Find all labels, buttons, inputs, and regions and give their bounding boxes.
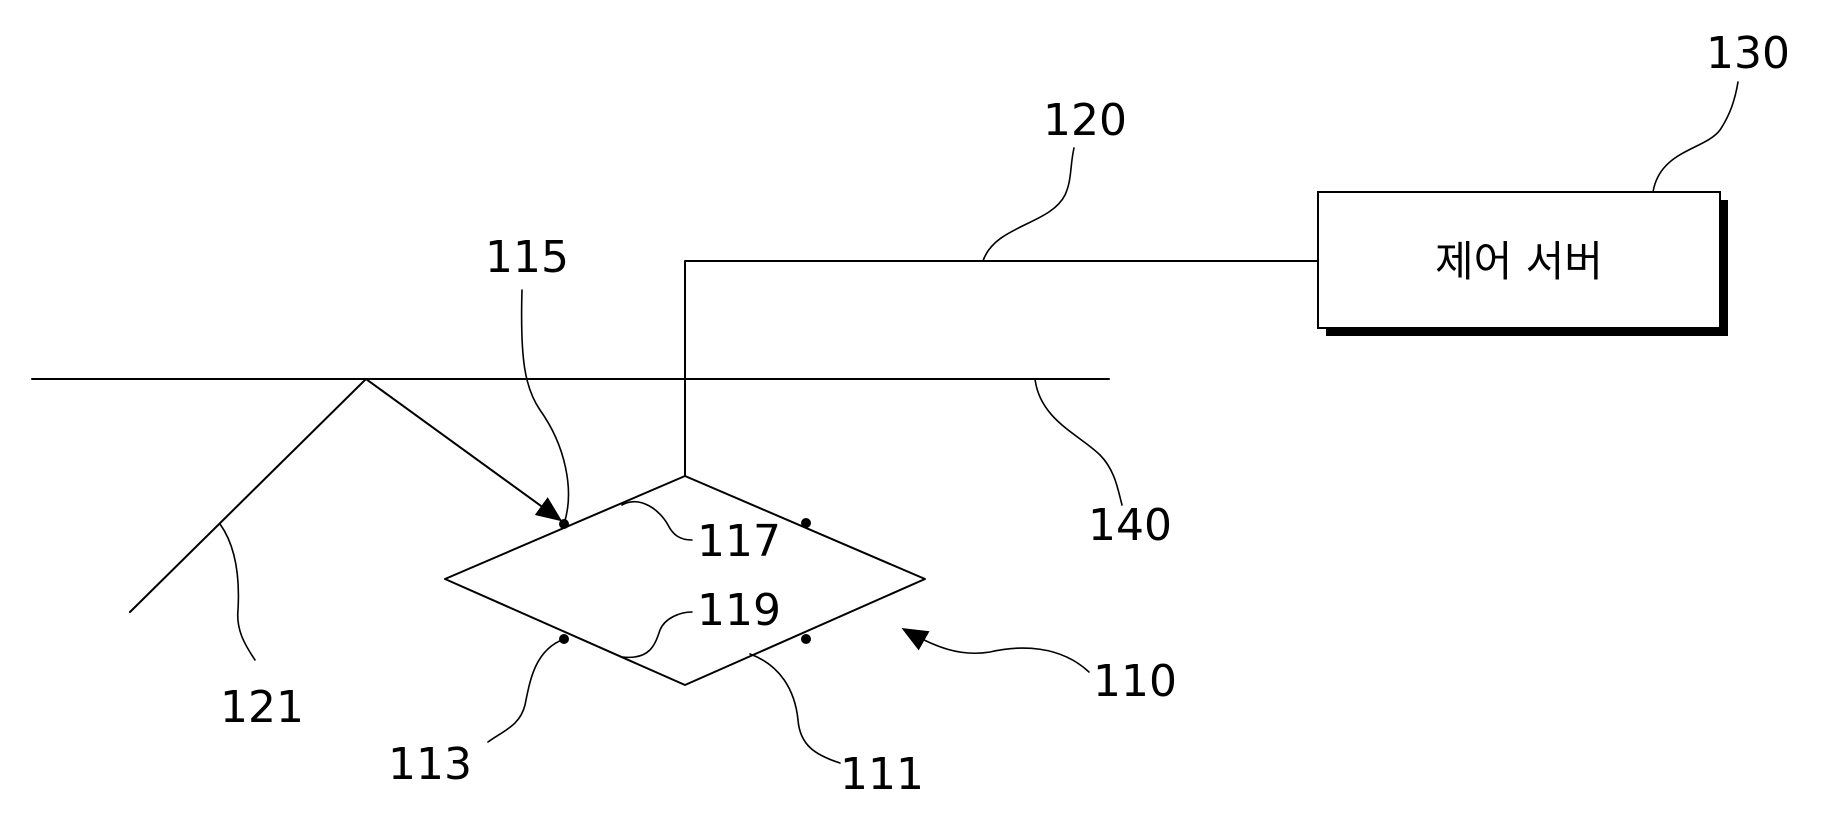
control-server-label: 제어 서버 [1435,237,1603,286]
ref-label-110: 110 [1093,656,1177,707]
ref-label-113: 113 [388,739,472,790]
leader-111 [750,654,840,763]
ref-label-111: 111 [840,749,924,800]
ref-label-121: 121 [220,682,304,733]
ref-label-140: 140 [1088,500,1172,551]
sensor-device-diamond [445,476,925,685]
leader-121 [220,524,255,660]
sensor-dot [801,518,811,528]
sensor-dot [801,634,811,644]
leader-140 [1035,379,1122,505]
leader-130 [1653,82,1738,192]
reflected-path-arrow [366,379,559,519]
ref-label-115: 115 [485,232,569,283]
cable-line [685,261,1318,476]
leader-113 [488,639,564,742]
ref-label-120: 120 [1043,95,1127,146]
leader-115 [522,290,569,524]
ref-label-119: 119 [697,585,781,636]
ref-label-130: 130 [1706,28,1790,79]
leader-110 [905,630,1089,672]
ref-label-117: 117 [697,516,781,567]
signal-path-line [130,379,366,612]
leader-120 [983,148,1074,261]
leader-117 [622,502,692,540]
leader-119 [622,612,692,657]
